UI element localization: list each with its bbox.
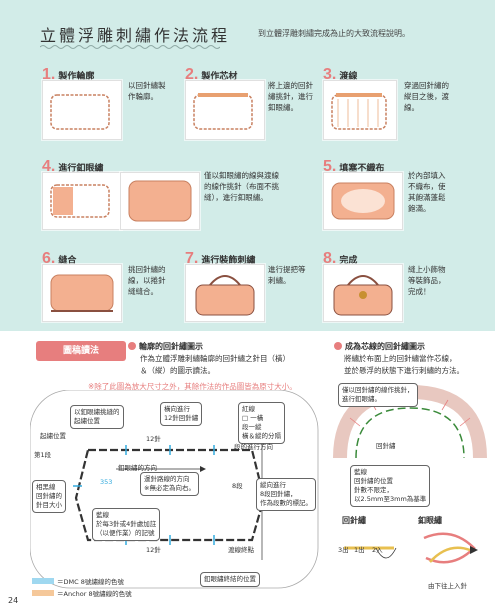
step-4-desc: 僅以釦眼繡的線與渡線 的線作挑針（布面不挑 縫），進行釦眼繡。 bbox=[204, 171, 279, 202]
callout-horizontal: 橫向進行 12針回針繡 bbox=[160, 402, 203, 426]
bullet-icon bbox=[334, 342, 342, 350]
legend-right-title: 成為芯線的回針繡圖示 bbox=[334, 341, 425, 352]
title-underline bbox=[40, 45, 220, 49]
anchor-swatch bbox=[32, 590, 54, 596]
callout-blue-marks: 藍線 於每3針或4針處加註 （以便作業）的記號 bbox=[92, 508, 161, 541]
label-12-top: 12針 bbox=[146, 435, 161, 443]
step-1-heading: 1.製作輪廓 bbox=[42, 66, 95, 83]
label-bk-two: 2入 bbox=[372, 546, 383, 554]
legend-dmc: ＝DMC 8號繡線的色號 bbox=[32, 576, 124, 586]
label-end: 渡線終點 bbox=[228, 546, 254, 554]
callout-start-buttonhole: 以釦眼繡挑縫的 起繡位置 bbox=[70, 405, 124, 429]
legend-right-body: 將繡於布面上的回針繡當作芯線， 並於懸浮的狀態下進行刺繡的方法。 bbox=[344, 354, 464, 375]
scale-note: ※除了此圖為放大尺寸之外，其餘作法的作品圖皆為原寸大小。 bbox=[88, 382, 297, 391]
legend-badge: 圖稿讀法 bbox=[36, 341, 126, 361]
label-backstitch: 回針繡 bbox=[376, 442, 396, 450]
step-6-heading: 6.縫合 bbox=[42, 250, 77, 267]
step-6-photo bbox=[42, 264, 122, 322]
step-1-desc: 以回針繡製 作輪廓。 bbox=[128, 81, 166, 101]
step-2-heading: 2.製作芯材 bbox=[185, 66, 238, 83]
bullet-icon bbox=[128, 342, 136, 350]
label-bk-out: 3出 bbox=[338, 546, 349, 554]
label-start: 起繡位置 bbox=[40, 432, 66, 440]
legend-anchor: ＝Anchor 8號繡線的色號 bbox=[32, 588, 132, 598]
step-5-desc: 於內部填入 不織布，使 其飽滿蓬鬆 飽滿。 bbox=[408, 171, 446, 213]
step-3-photo bbox=[323, 80, 397, 140]
callout-core-top: 僅以回針繡的線作挑針， 進行釦眼繡。 bbox=[338, 383, 418, 407]
intro-text: 到立體浮雕刺繡完成為止的大致流程說明。 bbox=[258, 29, 410, 38]
step-7-photo bbox=[185, 264, 265, 322]
step-4-heading: 4.進行釦眼繡 bbox=[42, 158, 104, 175]
stitch-diagrams bbox=[344, 532, 478, 564]
page-number: 24 bbox=[8, 596, 19, 605]
page-title: 立體浮雕刺繡作法流程 bbox=[40, 26, 231, 45]
label-12-bottom: 12針 bbox=[146, 546, 161, 554]
step-3-desc: 穿過回針繡的 縱目之後，渡 線。 bbox=[404, 81, 449, 112]
step-7-heading: 7.進行裝飾刺繡 bbox=[185, 250, 256, 267]
step-6-desc: 挑回針繡的 線，以捲針 縫縫合。 bbox=[128, 265, 166, 296]
step-8-photo bbox=[323, 264, 403, 322]
label-first-row: 第1段 bbox=[34, 451, 52, 459]
callout-red-line: 紅線 □ 一橫 段一縱 橫＆縱的分隔 bbox=[238, 402, 285, 444]
step-5-photo bbox=[323, 172, 403, 230]
step-2-photo bbox=[185, 80, 265, 140]
buttonhole-title: 釦眼繡 bbox=[418, 516, 442, 525]
label-row-direction: 段的進行方向 bbox=[234, 443, 273, 451]
backstitch-title: 回針繡 bbox=[342, 516, 366, 525]
dmc-swatch bbox=[32, 578, 54, 584]
step-8-desc: 縫上小飾物 等裝飾品， 完成！ bbox=[408, 265, 446, 296]
callout-route-direction: 運針路線的方向 ※無必定為向右。 bbox=[140, 472, 199, 496]
callout-end-position: 釦眼繡終結的位置 bbox=[200, 572, 260, 587]
step-1-photo bbox=[42, 80, 122, 140]
step-8-heading: 8.完成 bbox=[323, 250, 358, 267]
step-4-photo-2 bbox=[120, 172, 200, 230]
callout-stitch-size: 相黑線 回針繡的 針目大小 bbox=[32, 480, 66, 513]
step-4-photo bbox=[42, 172, 122, 230]
legend-left-title: 輪廓的回針繡圖示 bbox=[128, 341, 203, 352]
step-3-heading: 3.渡線 bbox=[323, 66, 358, 83]
step-5-heading: 5.填塞不織布 bbox=[323, 158, 385, 175]
label-bk-in: 1出 bbox=[354, 546, 365, 554]
label-353: 353 bbox=[100, 478, 113, 486]
label-direction: 釦眼繡的方向 bbox=[118, 464, 157, 472]
callout-vertical: 縱向進行 8段回針繡， 作為段數的標記。 bbox=[256, 478, 316, 511]
step-2-desc: 將上邊的回針 繡挑針，進行 釦眼繡。 bbox=[268, 81, 313, 112]
buttonhole-note: 由下往上入針 bbox=[428, 582, 467, 590]
legend-left-body: 作為立體浮雕刺繡輪廓的回針繡之針目（橫） ＆（縱）的圖示讀法。 bbox=[140, 354, 290, 375]
label-8-rows: 8段 bbox=[232, 482, 243, 490]
callout-blue-backstitch: 藍線 回針繡的位置 針數不限定， 以2.5mm至3mm為基準 bbox=[350, 465, 431, 507]
step-7-desc: 進行提把等 刺繡。 bbox=[268, 265, 306, 285]
